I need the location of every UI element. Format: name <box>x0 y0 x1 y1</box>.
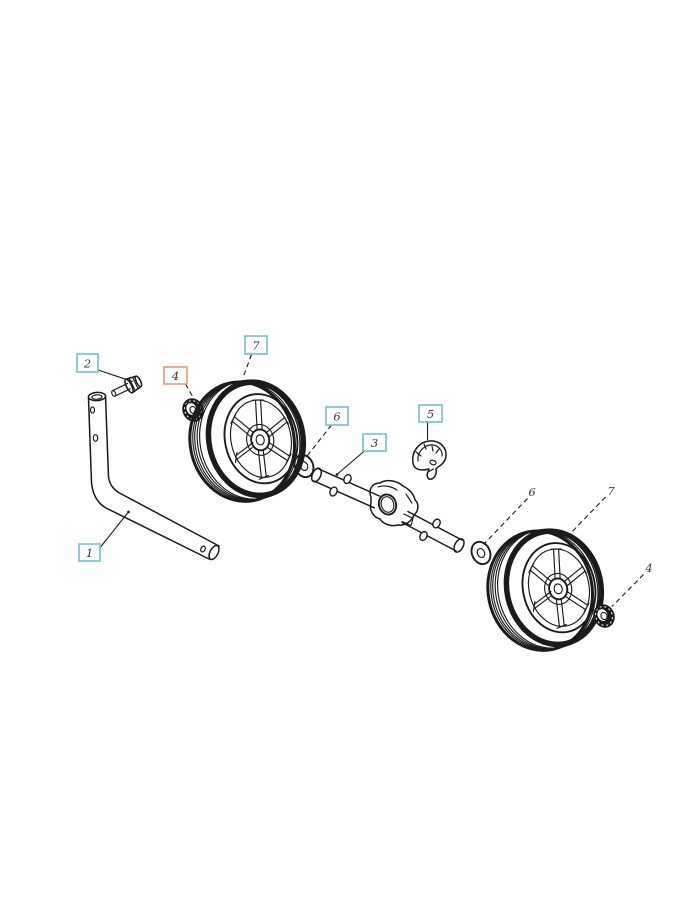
callout-4-front[interactable]: 4 <box>163 366 188 385</box>
callout-4-front-label: 4 <box>171 369 179 383</box>
callout-5-label: 5 <box>427 407 434 421</box>
leader-lines <box>97 354 644 607</box>
callout-6-front-label: 6 <box>333 410 340 424</box>
part-support-tube <box>87 391 220 561</box>
leader-line-1 <box>98 512 129 550</box>
callout-1-box[interactable] <box>78 543 101 562</box>
part-bolt <box>111 375 143 397</box>
callout-4-rear-label: 4 <box>644 561 652 575</box>
callout-6-front[interactable]: 6 <box>325 406 349 426</box>
callout-5-box[interactable] <box>418 404 443 423</box>
callout-3-label: 3 <box>371 436 378 450</box>
callout-1-label: 1 <box>86 546 93 560</box>
leader-line-4-front <box>185 383 195 400</box>
leader-line-7-front <box>242 354 253 378</box>
callout-3-box[interactable] <box>362 433 387 452</box>
leader-line-2 <box>97 369 133 383</box>
callout-5[interactable]: 5 <box>418 404 443 423</box>
leader-line-4-rear <box>611 574 644 607</box>
part-clip <box>411 440 447 480</box>
callout-2[interactable]: 2 <box>76 353 99 373</box>
callout-2-label: 2 <box>83 357 91 371</box>
leader-dot-3 <box>335 473 339 476</box>
part-wheel-rear <box>477 519 612 660</box>
part-wheel-front <box>179 370 314 511</box>
callout-4-front-box[interactable] <box>163 366 188 385</box>
callout-2-box[interactable] <box>76 353 99 373</box>
leader-line-6-front <box>306 424 332 457</box>
callout-4-rear[interactable]: 4 <box>644 561 652 575</box>
callout-7-front-box[interactable] <box>244 335 268 355</box>
leader-line-7-rear <box>570 496 606 534</box>
callout-3[interactable]: 3 <box>362 433 387 452</box>
callout-6-rear[interactable]: 6 <box>528 485 535 499</box>
callout-6-rear-label: 6 <box>528 485 535 499</box>
callout-7-front-label: 7 <box>252 339 260 353</box>
part-axle <box>310 467 465 553</box>
part-washer-rear <box>467 537 495 569</box>
callout-6-front-box[interactable] <box>325 406 349 426</box>
callout-7-rear[interactable]: 7 <box>607 484 615 498</box>
callout-7-rear-label: 7 <box>607 484 615 498</box>
leader-line-3 <box>337 450 366 475</box>
leader-dot-1 <box>127 510 130 514</box>
leader-line-6-rear <box>484 498 528 544</box>
callout-1[interactable]: 1 <box>78 543 101 562</box>
callout-7-front[interactable]: 7 <box>244 335 268 355</box>
